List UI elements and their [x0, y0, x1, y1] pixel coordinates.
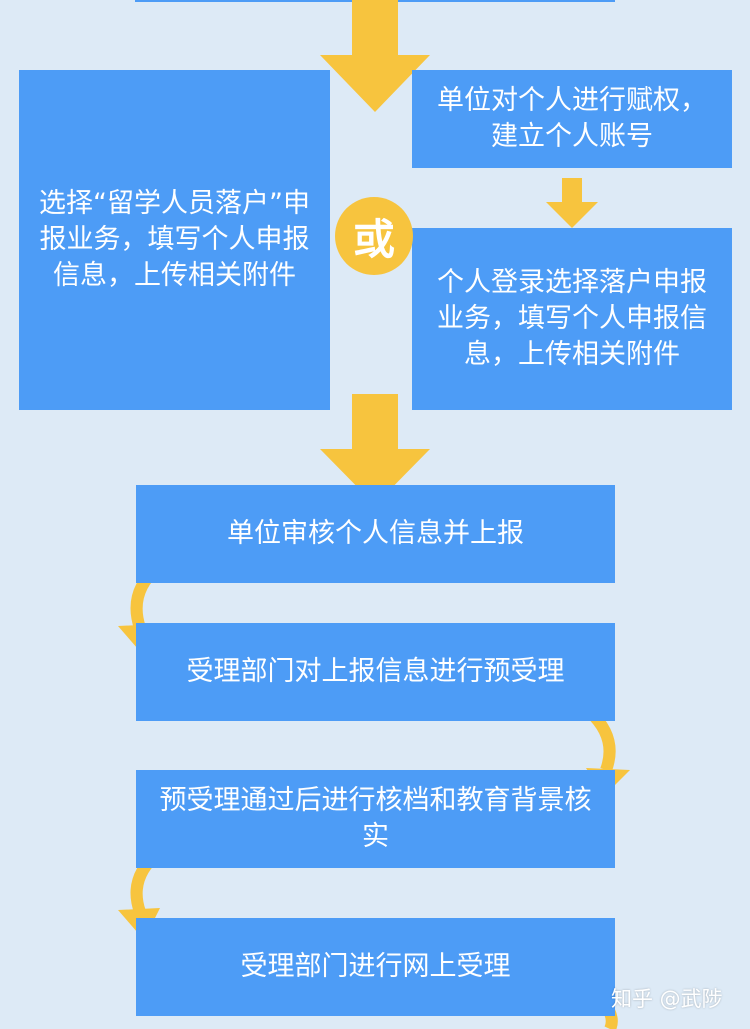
- node-verify: 预受理通过后进行核档和教育背景核实: [136, 770, 615, 868]
- or-badge-text: 或: [352, 214, 395, 264]
- watermark: 知乎 @武陟: [611, 987, 723, 1011]
- node-verify-text: 预受理通过后进行核档和教育背景核实: [159, 785, 592, 852]
- node-online-accept: 受理部门进行网上受理: [136, 918, 615, 1016]
- node-pre-accept-text: 受理部门对上报信息进行预受理: [186, 656, 565, 687]
- node-unit-authorize: 单位对个人进行赋权，建立个人账号: [412, 70, 732, 168]
- node-unit-review-text: 单位审核个人信息并上报: [227, 518, 524, 549]
- node-online-accept-text: 受理部门进行网上受理: [240, 951, 511, 982]
- node-unit-review: 单位审核个人信息并上报: [136, 485, 615, 583]
- node-pre-accept: 受理部门对上报信息进行预受理: [136, 623, 615, 721]
- node-unit-authorize-text: 单位对个人进行赋权，建立个人账号: [437, 85, 707, 152]
- big-down-arrow-1: [320, 0, 430, 112]
- node-group-register-text: 选择“留学人员落户”申报业务，填写个人申报信息，上传相关附件: [39, 188, 310, 291]
- node-personal-login-text: 个人登录选择落户申报业务，填写个人申报信息，上传相关附件: [437, 267, 707, 370]
- small-down-arrow: [546, 178, 598, 228]
- node-group-register: 选择“留学人员落户”申报业务，填写个人申报信息，上传相关附件: [19, 70, 330, 410]
- big-down-arrow-2: [320, 394, 430, 505]
- node-personal-login: 个人登录选择落户申报业务，填写个人申报信息，上传相关附件: [412, 228, 732, 410]
- or-badge: 或: [335, 197, 413, 275]
